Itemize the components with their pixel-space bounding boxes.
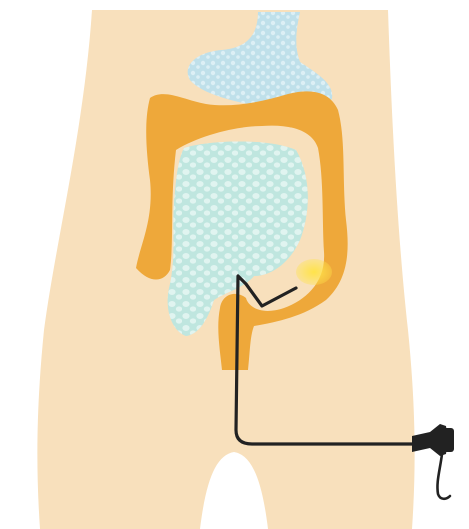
endoscope-handle-knob xyxy=(440,428,454,452)
endoscope-handle-icon xyxy=(412,424,454,499)
sigmoid-highlight xyxy=(296,259,332,285)
endoscope-umbilical-cord xyxy=(437,454,450,499)
